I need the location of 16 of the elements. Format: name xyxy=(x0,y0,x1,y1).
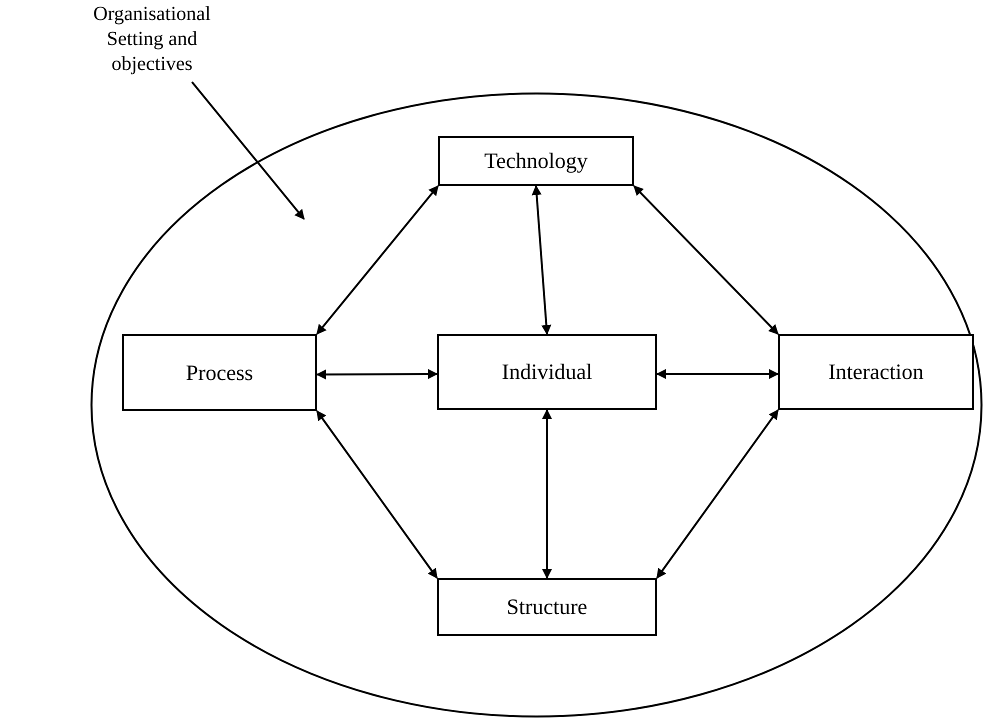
double-arrow xyxy=(542,409,552,579)
double-arrow xyxy=(633,185,779,335)
concept-box: Process xyxy=(122,334,317,411)
double-arrow xyxy=(316,410,438,579)
concept-box: Individual xyxy=(437,334,657,410)
concept-box: Interaction xyxy=(778,334,974,410)
double-arrow xyxy=(532,185,552,335)
leader-arrow xyxy=(191,81,305,220)
double-arrow xyxy=(656,409,779,579)
double-arrow xyxy=(656,369,779,379)
double-arrow xyxy=(316,369,438,380)
annotation-text: Organisational Setting and objectives xyxy=(72,2,232,82)
setting-ellipse xyxy=(90,92,983,718)
concept-box: Technology xyxy=(438,136,634,186)
concept-box: Structure xyxy=(437,578,657,636)
double-arrow xyxy=(316,185,439,335)
